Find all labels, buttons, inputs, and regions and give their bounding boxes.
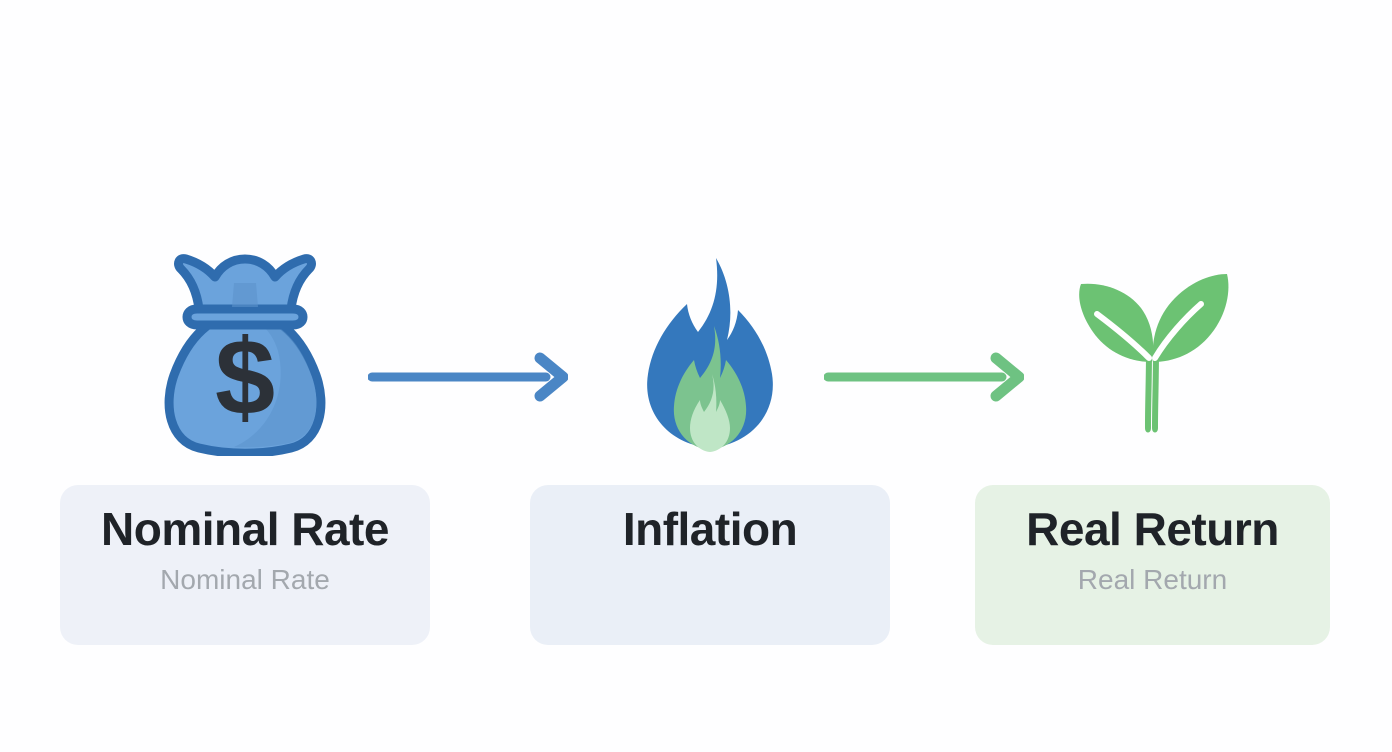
step-icon-real-return [975,246,1330,461]
step-icon-inflation [530,246,890,461]
money-bag-icon: $ [164,254,326,456]
step-title: Real Return [1026,503,1279,555]
step-title: Nominal Rate [101,503,389,555]
arrow-right-icon [367,352,569,402]
step-icon-nominal-rate: $ [60,246,430,461]
flame-icon [647,257,773,452]
connector-inflation-to-real-return [823,352,1025,402]
step-card-inflation[interactable]: Inflation [530,485,890,645]
step-subtitle: Real Return [1077,563,1228,595]
arrow-right-icon [823,352,1025,402]
step-subtitle: Nominal Rate [160,563,330,595]
step-card-real-return[interactable]: Real Return Real Return [975,485,1330,645]
step-card-nominal-rate[interactable]: Nominal Rate Nominal Rate [60,485,430,645]
connector-nominal-to-inflation [367,352,569,402]
svg-text:$: $ [215,316,275,437]
step-title: Inflation [622,503,798,555]
seedling-icon [1079,274,1229,433]
